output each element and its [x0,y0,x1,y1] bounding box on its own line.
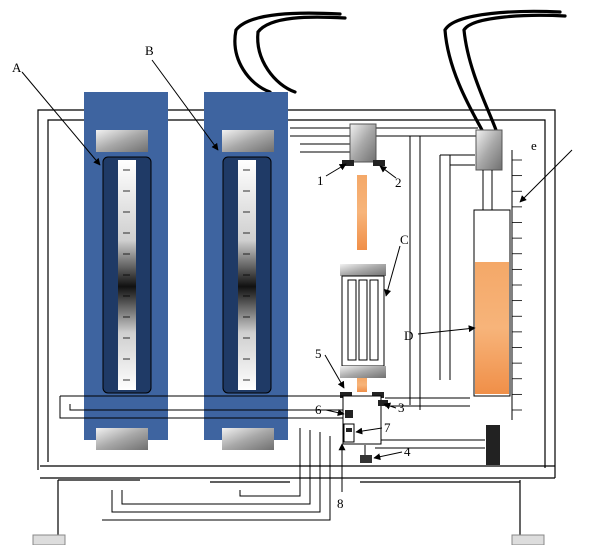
leader-d [417,325,476,335]
label-b: B [145,43,154,58]
valve-5b [372,392,384,398]
label-7: 7 [384,420,391,435]
pipe-down-1 [239,428,301,497]
column-d-stems [482,170,493,210]
column-d [473,129,522,465]
block-c-channel-1 [347,279,357,361]
label-1: 1 [317,173,324,188]
top-pipes [290,127,478,410]
leader-e [519,149,573,203]
pipe-top-1 [290,127,350,153]
panel-b-scale [243,169,250,381]
panel-b-top-block [222,130,274,152]
block-c-channel-3 [369,279,379,361]
pipe-right-down [409,136,421,410]
leader-2 [379,165,397,179]
cable-4 [462,13,567,132]
label-5: 5 [315,346,322,361]
block-c-channel-2 [358,279,368,361]
leader-3 [383,402,397,410]
valve-5a [340,392,352,398]
panel-a-scale [123,169,130,381]
label-2: 2 [395,175,402,190]
pipe-down-3 [111,432,321,513]
label-c: C [400,232,409,247]
cabinet-frame [37,109,556,535]
panel-a-bottom-block [96,428,148,450]
cables [233,9,567,132]
column-d-top-block [475,129,503,171]
pipe-down-4 [102,436,331,521]
cable-1 [233,11,342,94]
cable-2 [256,15,347,94]
cabinet-inner [47,119,546,468]
label-a: A [12,60,22,75]
label-d: D [404,328,413,343]
leader-7 [355,427,383,435]
panel-a-top-block [96,130,148,152]
panel-a [84,92,168,450]
base-table [57,480,521,535]
label-3: 3 [398,400,405,415]
cabinet-outer-top [37,109,556,478]
leader-5 [324,354,345,389]
leader-c [384,245,401,297]
leader-6 [325,409,345,417]
pipe-to-d [439,154,475,380]
leader-a [21,71,101,166]
valve-4 [360,455,372,463]
block-c-top-cap [340,264,386,276]
valve-7-mark [346,428,352,432]
leader-1 [325,163,347,177]
column-d-fill [475,262,509,394]
pipe-right-lower [375,439,485,449]
valve-6 [345,410,353,418]
cable-3 [443,9,562,132]
block-c [340,264,386,378]
valve-3 [378,400,388,406]
label-8: 8 [337,496,344,511]
valve-7 [343,423,355,443]
block-c-bottom-cap [340,366,386,378]
pipe-lower-left [59,395,350,419]
label-e: e [531,138,537,153]
pipe-top-2 [375,127,478,137]
lower-orange-rod [357,378,367,392]
leader-4 [373,451,403,461]
label-6: 6 [315,402,322,417]
foot-right [511,534,545,545]
valve-1 [342,160,354,166]
column-d-stand [486,425,500,465]
lower-pipes [59,395,485,521]
pipe-down-2 [121,430,311,505]
leader-b [151,59,219,151]
label-4: 4 [404,444,411,459]
base-tabletop [58,479,520,483]
leaders [21,59,573,492]
top-valve-block [349,123,377,163]
orange-rod [357,175,367,250]
pipe-lower-right [385,397,470,407]
foot-left [32,534,66,545]
column-e-scale [512,159,522,411]
panel-b-bottom-block [222,428,274,450]
valve-2 [373,160,385,166]
